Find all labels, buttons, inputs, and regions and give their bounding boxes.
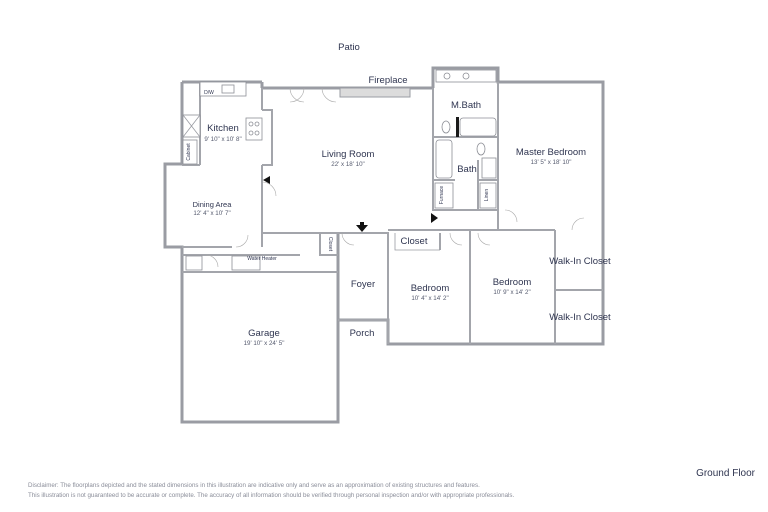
linen-label: Linen: [484, 189, 490, 201]
living-name: Living Room: [322, 149, 375, 160]
closet-small-label: Closet: [327, 237, 333, 252]
fireplace-label: Fireplace: [368, 75, 407, 86]
disclaimer-line-1: Disclaimer: The floorplans depicted and …: [28, 482, 480, 489]
garage-dims: 19' 10" x 24' 5": [244, 340, 285, 347]
bedroom1-dims: 10' 4" x 14' 2": [411, 295, 448, 302]
fixtures: [182, 69, 497, 271]
bedroom2-dims: 10' 9" x 14' 2": [493, 289, 530, 296]
floor-label: Ground Floor: [696, 468, 755, 479]
furnace-label: Furnace: [439, 186, 445, 205]
cabinet-label: Cabinet: [186, 143, 192, 161]
foyer-label: Foyer: [351, 279, 375, 290]
exterior-walls: [163, 66, 605, 424]
mbath-label: M.Bath: [451, 100, 481, 111]
kitchen-name: Kitchen: [207, 123, 239, 134]
patio-label: Patio: [338, 42, 360, 53]
dining-dims: 12' 4" x 10' 7": [193, 210, 230, 217]
dining-name: Dining Area: [193, 200, 233, 209]
master-name: Master Bedroom: [516, 147, 586, 158]
entry-arrow-kitchen: [263, 176, 270, 184]
master-dims: 13' 5" x 18' 10": [531, 159, 572, 166]
fireplace-box: [339, 87, 411, 98]
bedroom1-name: Bedroom: [411, 283, 450, 294]
disclaimer-line-2: This illustration is not guaranteed to b…: [28, 492, 515, 499]
bedroom2-name: Bedroom: [493, 277, 532, 288]
interior-walls: [182, 82, 603, 344]
dw-label: D/W: [204, 90, 214, 96]
door-swings: [205, 87, 585, 268]
porch-label: Porch: [350, 328, 375, 339]
kitchen-dims: 9' 10" x 10' 8": [204, 136, 241, 143]
living-dims: 22' x 18' 10": [331, 161, 364, 168]
water-heater-label: Water Heater: [247, 256, 277, 262]
closet-label: Closet: [401, 236, 428, 247]
entry-arrow-living: [356, 222, 368, 232]
walk-in-closet-2-label: Walk-In Closet: [549, 312, 611, 323]
garage-name: Garage: [248, 328, 280, 339]
entry-arrow-hall: [431, 213, 438, 223]
bath-label: Bath: [457, 164, 477, 175]
walk-in-closet-1-label: Walk-In Closet: [549, 256, 611, 267]
